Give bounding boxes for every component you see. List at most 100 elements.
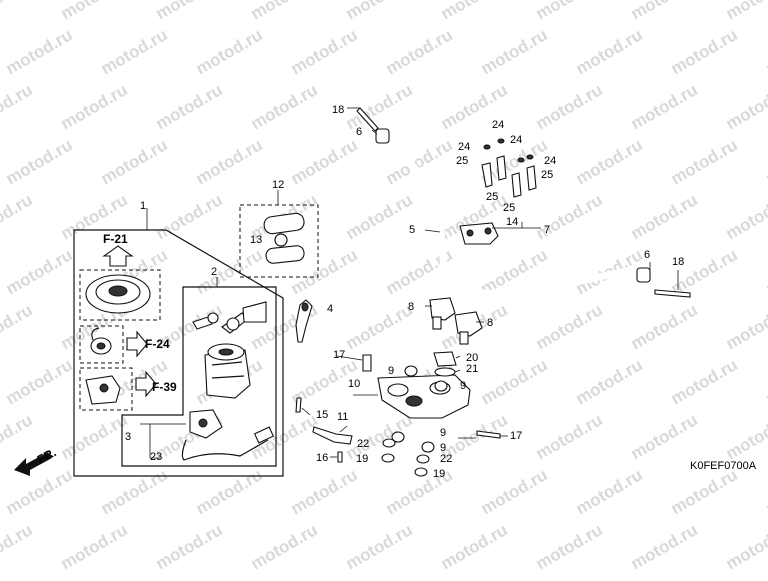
callout-25: 25 bbox=[486, 191, 498, 203]
watermark-text: motod.ru bbox=[0, 410, 36, 463]
callout-24: 24 bbox=[458, 141, 470, 153]
watermark-text: motod.ru bbox=[58, 410, 131, 463]
callout-24: 24 bbox=[544, 155, 556, 167]
upper-holder bbox=[460, 223, 498, 244]
bar-end-weight bbox=[637, 268, 650, 282]
watermark-text: motod.ru bbox=[343, 410, 416, 463]
watermark-text: motod.ru bbox=[628, 190, 701, 243]
watermark-text: motod.ru bbox=[763, 25, 768, 78]
watermark-text: motod.ru bbox=[0, 520, 36, 573]
watermark-text: motod.ru bbox=[193, 465, 266, 518]
watermark-text: motod.ru bbox=[628, 300, 701, 353]
callout-17: 17 bbox=[510, 430, 522, 442]
watermark-text: motod.ru bbox=[343, 0, 416, 23]
watermark-text: motod.ru bbox=[0, 0, 36, 23]
watermark-text: motod.ru bbox=[668, 465, 741, 518]
steering-nut bbox=[434, 352, 456, 366]
watermark-text: motod.ru bbox=[763, 355, 768, 408]
watermark-text: motod.ru bbox=[533, 0, 606, 23]
watermark-text: motod.ru bbox=[153, 80, 226, 133]
callout-22: 22 bbox=[357, 438, 369, 450]
watermark-text: motod.ru bbox=[98, 25, 171, 78]
callout-14: 14 bbox=[506, 216, 518, 228]
watermark-text: motod.ru bbox=[343, 190, 416, 243]
figure-ref-label: F-39 bbox=[152, 380, 177, 394]
callout-23: 23 bbox=[150, 451, 162, 463]
watermark-text: motod.ru bbox=[723, 520, 768, 573]
watermark-text: motod.ru bbox=[533, 300, 606, 353]
up-arrow-icon bbox=[104, 246, 132, 266]
callout-5: 5 bbox=[409, 224, 415, 236]
callout-13: 13 bbox=[250, 234, 262, 246]
callout-9: 9 bbox=[440, 427, 446, 439]
watermark-text: motod.ru bbox=[763, 135, 768, 188]
watermark-text: motod.ru bbox=[723, 0, 768, 23]
watermark-text: motod.ru bbox=[723, 300, 768, 353]
sensor-11 bbox=[313, 427, 352, 444]
watermark-text: motod.ru bbox=[628, 80, 701, 133]
watermark-text: motod.ru bbox=[628, 0, 701, 23]
watermark-text: motod.ru bbox=[3, 465, 76, 518]
callout-11: 11 bbox=[337, 411, 348, 423]
callout-9: 9 bbox=[460, 380, 466, 392]
callout-4: 4 bbox=[327, 303, 333, 315]
callout-12: 12 bbox=[272, 179, 284, 191]
callout-6: 6 bbox=[644, 249, 650, 261]
watermark-text: motod.ru bbox=[58, 80, 131, 133]
watermark-text: motod.ru bbox=[98, 465, 171, 518]
watermark-text: motod.ru bbox=[763, 465, 768, 518]
watermark-text: motod.ru bbox=[478, 25, 551, 78]
watermark-text: motod.ru bbox=[343, 520, 416, 573]
callout-19: 19 bbox=[356, 453, 368, 465]
callout-25: 25 bbox=[456, 155, 468, 167]
callout-2: 2 bbox=[211, 266, 217, 278]
watermark-text: motod.ru bbox=[248, 80, 321, 133]
watermark-text: motod.ru bbox=[248, 0, 321, 23]
callout-25: 25 bbox=[503, 202, 515, 214]
callout-21: 21 bbox=[466, 363, 478, 375]
watermark-text: motod.ru bbox=[58, 520, 131, 573]
callout-18: 18 bbox=[672, 256, 684, 268]
watermark-text: motod.ru bbox=[383, 25, 456, 78]
callout-24: 24 bbox=[510, 134, 522, 146]
watermark-text: motod.ru bbox=[58, 0, 131, 23]
callout-3: 3 bbox=[125, 431, 131, 443]
watermark-text: motod.ru bbox=[343, 80, 416, 133]
watermark-text: motod.ru bbox=[533, 520, 606, 573]
watermark-text: motod.ru bbox=[3, 135, 76, 188]
callout-16: 16 bbox=[316, 452, 328, 464]
watermark-text: motod.ru bbox=[573, 355, 646, 408]
watermark-text: motod.ru bbox=[628, 410, 701, 463]
watermark-text: motod.ru bbox=[668, 245, 741, 298]
watermark-text: motod.ru bbox=[533, 410, 606, 463]
watermark-text: motod.ru bbox=[288, 25, 361, 78]
watermark-text: motod.ru bbox=[573, 135, 646, 188]
callout-9: 9 bbox=[388, 365, 394, 377]
watermark-text: motod.ru bbox=[668, 355, 741, 408]
watermark-text: motod.ru bbox=[668, 135, 741, 188]
watermark-text: motod.ru bbox=[723, 190, 768, 243]
watermark-text: motod.ru bbox=[288, 135, 361, 188]
right-arrow-icon bbox=[127, 332, 147, 356]
watermark-text: motod.ru bbox=[723, 410, 768, 463]
watermark-text: motod.ru bbox=[193, 25, 266, 78]
callout-19: 19 bbox=[433, 468, 445, 480]
watermark-text: motod.ru bbox=[193, 135, 266, 188]
watermark-text: motod.ru bbox=[153, 190, 226, 243]
watermark-text: motod.ru bbox=[3, 25, 76, 78]
watermark-text: motod.ru bbox=[628, 520, 701, 573]
callout-6: 6 bbox=[356, 126, 362, 138]
watermark-text: motod.ru bbox=[0, 300, 36, 353]
watermark-text: motod.ru bbox=[248, 520, 321, 573]
callout-1: 1 bbox=[140, 200, 146, 212]
watermark-text: motod.ru bbox=[3, 245, 76, 298]
callout-8: 8 bbox=[487, 317, 493, 329]
diagram-code: K0FEF0700A bbox=[690, 460, 757, 472]
figure-ref-label: F-21 bbox=[103, 232, 128, 246]
callout-18: 18 bbox=[332, 104, 344, 116]
callout-7: 7 bbox=[544, 224, 550, 236]
watermark-text: motod.ru bbox=[0, 190, 36, 243]
callout-8: 8 bbox=[408, 301, 414, 313]
watermark-text: motod.ru bbox=[153, 0, 226, 23]
